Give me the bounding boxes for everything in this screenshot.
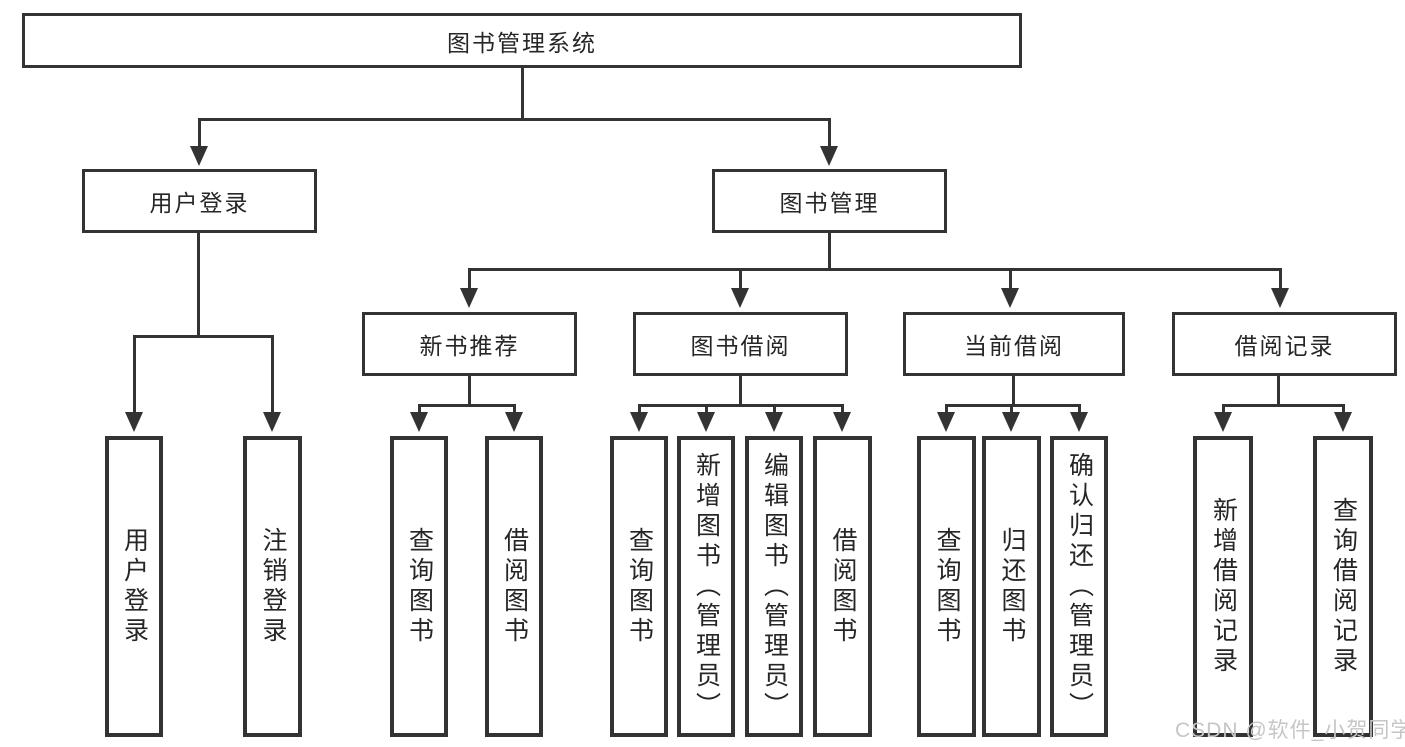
node-root: 图书管理系统 [22, 13, 1022, 68]
arrow-down-icon [630, 412, 648, 432]
node-label: 图书借阅 [690, 333, 791, 359]
arrow-down-icon [1214, 412, 1232, 432]
arrow-down-icon [460, 288, 478, 308]
connector-line [418, 404, 516, 407]
connector-line [638, 404, 844, 407]
node-leaf-user-login: 用户登录 [105, 436, 163, 737]
connector-line [638, 404, 641, 414]
node-label: 新书推荐 [419, 333, 520, 359]
arrow-down-icon [1002, 412, 1020, 432]
node-label: 查询图书 [405, 526, 434, 647]
watermark: CSDN @软件_小贺同学 [1175, 719, 1405, 742]
arrow-down-icon [731, 288, 749, 308]
connector-line [739, 268, 742, 290]
node-user-login: 用户登录 [82, 169, 317, 233]
node-label: 新增图书（管理员） [692, 451, 721, 722]
node-label: 注销登录 [259, 526, 287, 647]
node-label: 查询图书 [625, 526, 654, 647]
node-leaf-query-borrow-record: 查询借阅记录 [1313, 436, 1373, 737]
node-leaf-query-books-current: 查询图书 [917, 436, 976, 737]
connector-line [739, 376, 742, 406]
connector-line [1009, 268, 1012, 290]
connector-line [773, 404, 776, 414]
node-label: 借阅图书 [500, 526, 529, 647]
node-label: 借阅记录 [1234, 333, 1335, 359]
connector-line [1012, 376, 1015, 406]
connector-line [1277, 376, 1280, 406]
arrow-down-icon [697, 412, 715, 432]
arrow-down-icon [505, 412, 523, 432]
node-label: 借阅图书 [829, 526, 857, 647]
node-label: 新增借阅记录 [1209, 496, 1238, 677]
arrow-down-icon [263, 412, 281, 432]
node-leaf-return-books: 归还图书 [982, 436, 1041, 737]
node-leaf-borrow-books-recommend: 借阅图书 [485, 436, 543, 737]
arrow-down-icon [125, 412, 143, 432]
connector-line [521, 68, 524, 118]
connector-line [945, 404, 948, 414]
connector-line [828, 233, 831, 270]
connector-line [513, 404, 516, 414]
node-leaf-borrow-books: 借阅图书 [813, 436, 872, 737]
connector-line [133, 335, 136, 412]
connector-line [1222, 404, 1345, 407]
node-book-management: 图书管理 [712, 169, 947, 233]
node-leaf-confirm-return-admin: 确认归还（管理员） [1050, 436, 1108, 737]
node-label: 当前借阅 [964, 333, 1064, 359]
node-leaf-add-books-admin: 新增图书（管理员） [677, 436, 735, 737]
node-label: 用户登录 [149, 190, 250, 216]
node-leaf-logout: 注销登录 [243, 436, 302, 737]
connector-line [271, 335, 274, 412]
arrow-down-icon [1271, 288, 1289, 308]
node-current-borrowing: 当前借阅 [903, 312, 1125, 376]
connector-line [828, 120, 831, 146]
connector-line [705, 404, 708, 414]
connector-line [133, 335, 274, 338]
arrow-down-icon [1001, 288, 1019, 308]
node-label: 归还图书 [998, 526, 1026, 647]
connector-line [841, 404, 844, 414]
connector-line [198, 118, 831, 121]
connector-line [1279, 268, 1282, 290]
arrow-down-icon [1070, 412, 1088, 432]
node-leaf-query-books-recommend: 查询图书 [390, 436, 448, 737]
node-new-book-recommend: 新书推荐 [362, 312, 577, 376]
arrow-down-icon [833, 412, 851, 432]
connector-line [468, 268, 471, 290]
node-borrowing-records: 借阅记录 [1172, 312, 1397, 376]
connector-line [1222, 404, 1225, 414]
node-label: 编辑图书（管理员） [760, 451, 789, 722]
connector-line [1078, 404, 1081, 414]
node-label: 图书管理 [779, 190, 880, 216]
node-label: 确认归还（管理员） [1065, 451, 1094, 722]
node-label: 查询图书 [933, 526, 961, 647]
node-book-borrowing: 图书借阅 [633, 312, 848, 376]
node-label: 用户登录 [120, 526, 149, 647]
node-label: 图书管理系统 [447, 29, 597, 56]
arrow-down-icon [765, 412, 783, 432]
arrow-down-icon [190, 146, 208, 166]
arrow-down-icon [820, 146, 838, 166]
arrow-down-icon [1334, 412, 1352, 432]
connector-line [468, 376, 471, 406]
arrow-down-icon [937, 412, 955, 432]
connector-line [197, 233, 200, 336]
node-leaf-query-books-borrowing: 查询图书 [610, 436, 668, 737]
node-label: 查询借阅记录 [1329, 496, 1358, 677]
connector-line [418, 404, 421, 414]
node-leaf-add-borrow-record: 新增借阅记录 [1193, 436, 1253, 737]
connector-line [1010, 404, 1013, 414]
connector-line [198, 120, 201, 146]
connector-line [468, 268, 1282, 271]
connector-line [1342, 404, 1345, 414]
node-leaf-edit-books-admin: 编辑图书（管理员） [745, 436, 803, 737]
connector-line [945, 404, 1081, 407]
arrow-down-icon [410, 412, 428, 432]
